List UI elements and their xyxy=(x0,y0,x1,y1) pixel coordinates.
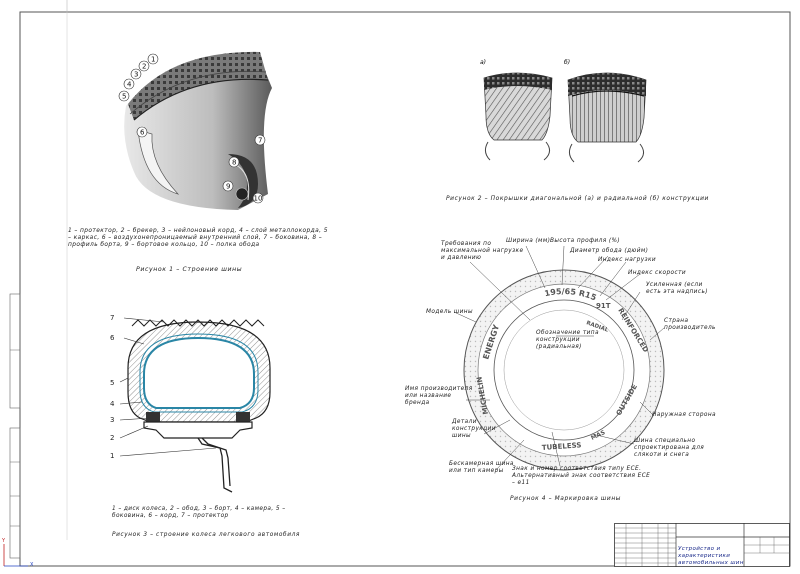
fig1-callout: 6 xyxy=(140,129,145,137)
fig3-caption: 1 – диск колеса, 2 – обод, 3 – борт, 4 –… xyxy=(112,506,286,519)
label-model: Модель шины xyxy=(426,309,473,315)
fig3-callout: 3 xyxy=(110,416,114,424)
svg-text:Y: Y xyxy=(1,538,6,544)
fig3-callout: 4 xyxy=(110,400,115,408)
fig4-title: Рисунок 4 – Маркировка шины xyxy=(510,496,622,502)
label-speed-index: Индекс скорости xyxy=(628,270,687,276)
tire-marking-diagram: 195/65 R15 91T RADIAL REINFORCED ENERGY … xyxy=(463,269,665,471)
label-tube-details: Детали конструкции шины xyxy=(452,419,496,439)
fig1-callout: 4 xyxy=(127,81,132,89)
fig3-callout: 2 xyxy=(110,434,114,442)
fig3-title: Рисунок 3 – строение колеса легкового ав… xyxy=(112,532,300,538)
fig2-label-b: б) xyxy=(564,59,570,66)
fig1-callout: 10 xyxy=(254,195,263,203)
fig3-callout: 6 xyxy=(110,334,115,342)
label-profile-height: Высота профиля (%) xyxy=(550,238,621,244)
label-width: Ширина (мм) xyxy=(506,238,551,244)
fig1-caption: 1 – протектор, 2 – брекер, 3 – нейлоновы… xyxy=(68,228,328,248)
fig3-callout: 5 xyxy=(110,379,114,387)
label-tubeless: Бескамерная шина или тип камеры xyxy=(449,461,514,474)
fig2-label-a: а) xyxy=(480,59,486,66)
fig3-callout: 1 xyxy=(110,452,114,460)
label-max-pressure: Требования по максимальной нагрузке и да… xyxy=(441,241,524,261)
fig1-callout: 9 xyxy=(226,183,230,191)
fig1-callout: 1 xyxy=(151,56,155,64)
label-outer-side: Наружная сторона xyxy=(652,412,716,418)
wheel-cross-section: 7 6 5 4 3 2 1 xyxy=(110,314,271,493)
label-construction: Обозначение типа конструкции (радиальная… xyxy=(536,330,599,350)
fig2-title: Рисунок 2 – Покрышки диагональной (а) и … xyxy=(446,196,709,202)
svg-text:X: X xyxy=(30,562,34,568)
label-reinforced: Усиленная (если есть эта надпись) xyxy=(646,282,708,295)
label-ece: Знак и номер соответствия типу ECE. Альт… xyxy=(512,466,651,486)
fig1-callout: 3 xyxy=(134,71,138,79)
fig1-callout: 2 xyxy=(142,63,146,71)
title-line-1: Устройство и характеристики xyxy=(678,546,731,559)
title-line-2: автомобильных шин xyxy=(678,560,744,566)
radial-tire: б) xyxy=(564,59,647,163)
diagonal-tire: а) xyxy=(480,59,553,161)
label-manufacturer: Имя производителя или название бренда xyxy=(405,386,473,406)
fig1-callout: 7 xyxy=(258,137,262,145)
title-block-grid xyxy=(614,523,790,567)
label-winter: Шина специально спроектирована для сляко… xyxy=(634,438,705,458)
load-speed-marking: 91T xyxy=(596,302,611,310)
tubeless-marking: TUBELESS xyxy=(542,441,582,452)
fig3-callout: 7 xyxy=(110,314,114,322)
label-load-index: Индекс нагрузки xyxy=(598,257,657,263)
title-block-name: Устройство и характеристики автомобильны… xyxy=(678,546,744,567)
fig1-callout: 8 xyxy=(232,159,236,167)
fig1-title: Рисунок 1 – Строение шины xyxy=(136,266,243,273)
fig1-callout: 5 xyxy=(122,93,126,101)
label-rim-diameter: Диаметр обода (дюйм) xyxy=(570,248,649,254)
tire-construction-comparison: а) б) xyxy=(480,59,647,163)
label-country: Страна производитель xyxy=(664,318,716,331)
tire-cutaway-illustration: 1 2 3 4 5 6 7 8 9 10 xyxy=(118,51,272,210)
